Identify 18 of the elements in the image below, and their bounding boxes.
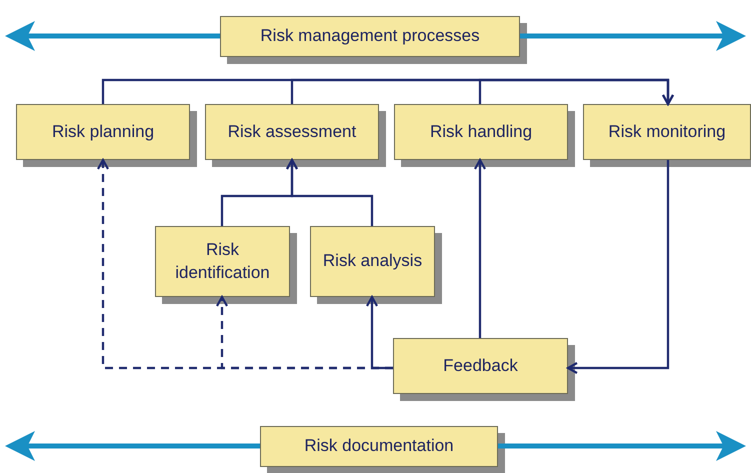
arrow — [478, 78, 674, 106]
box-label: Risk analysis — [322, 250, 422, 272]
box-label: Risk management processes — [260, 25, 480, 48]
box-label: Feedback — [443, 354, 518, 377]
box-label: Risk identification — [174, 238, 271, 284]
arrow — [286, 158, 374, 226]
box-label: Risk handling — [430, 120, 532, 143]
box-label: Risk monitoring — [608, 120, 726, 143]
box-label: Risk planning — [52, 120, 154, 143]
arrow — [520, 21, 746, 51]
arrow — [5, 431, 260, 461]
arrow — [498, 431, 746, 461]
arrow — [96, 158, 393, 370]
box-label: Risk documentation — [304, 435, 454, 458]
arrow — [474, 158, 486, 338]
arrow — [566, 160, 670, 374]
box-label: Risk assessment — [228, 120, 356, 143]
arrow — [5, 21, 220, 51]
